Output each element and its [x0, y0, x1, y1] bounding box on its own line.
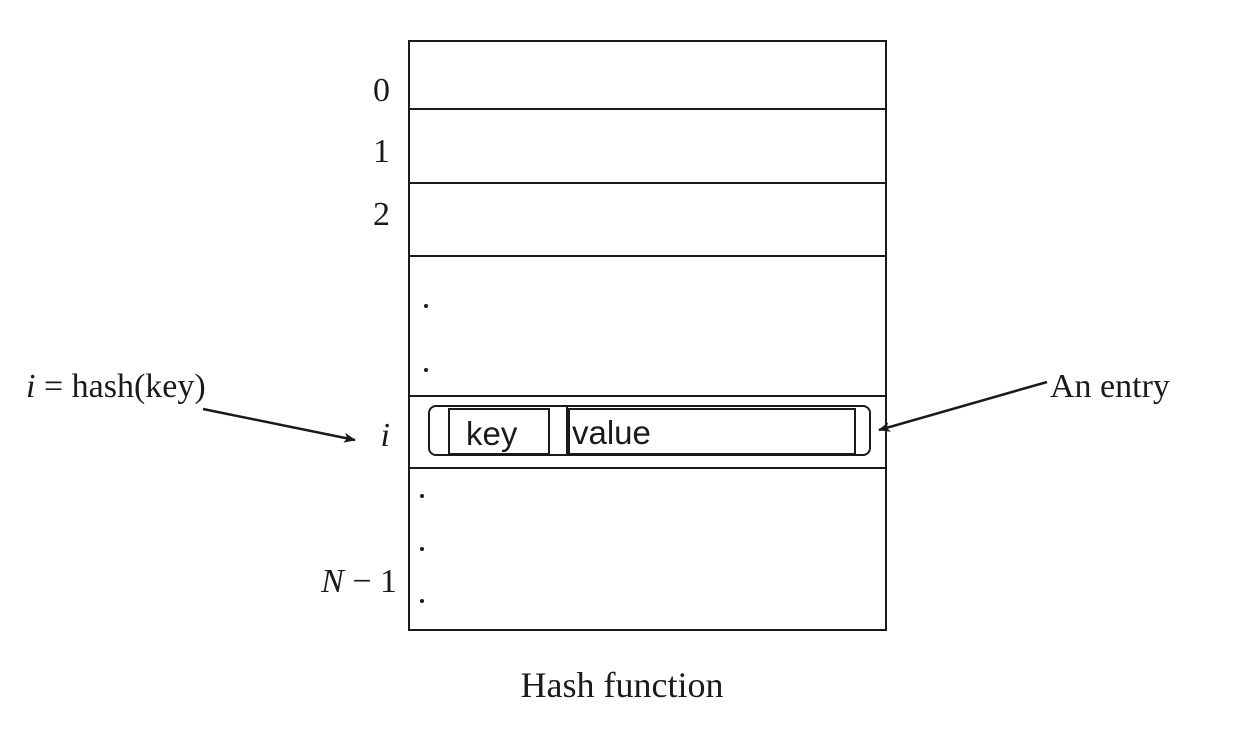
entry: key value: [428, 405, 871, 456]
ellipsis-dot: [424, 368, 428, 372]
ellipsis-dot: [424, 304, 428, 308]
hash-label: i = hash(key): [26, 368, 206, 405]
index-labels: 0 1 2 i N − 1: [320, 72, 397, 600]
index-label-n-minus-1: N − 1: [320, 563, 397, 600]
entry-key-text: key: [466, 415, 518, 452]
index-label-n-minus: − 1: [344, 563, 397, 600]
table-frame: [408, 40, 887, 631]
ellipsis-dot: [420, 547, 424, 551]
ellipsis-dot: [420, 599, 424, 603]
hash-arrow: [202, 407, 356, 443]
hash-label-var: i: [26, 368, 35, 405]
hash-annotation: i = hash(key): [26, 368, 356, 443]
entry-label: An entry: [1050, 368, 1170, 405]
entry-annotation: An entry: [878, 368, 1170, 432]
index-label-2: 2: [373, 196, 390, 233]
entry-value-cell: [568, 408, 856, 455]
index-label-1: 1: [373, 133, 390, 170]
diagram-caption: Hash function: [521, 665, 724, 705]
entry-value-text: value: [572, 414, 651, 451]
index-label-i: i: [381, 417, 390, 454]
entry-arrow: [878, 380, 1048, 432]
hash-table: [408, 40, 887, 631]
ellipsis-dot: [420, 494, 424, 498]
hash-label-rest: = hash(key): [35, 368, 205, 405]
entry-key-cell: [448, 408, 550, 455]
index-label-n-var: N: [320, 563, 346, 600]
index-label-0: 0: [373, 72, 390, 109]
